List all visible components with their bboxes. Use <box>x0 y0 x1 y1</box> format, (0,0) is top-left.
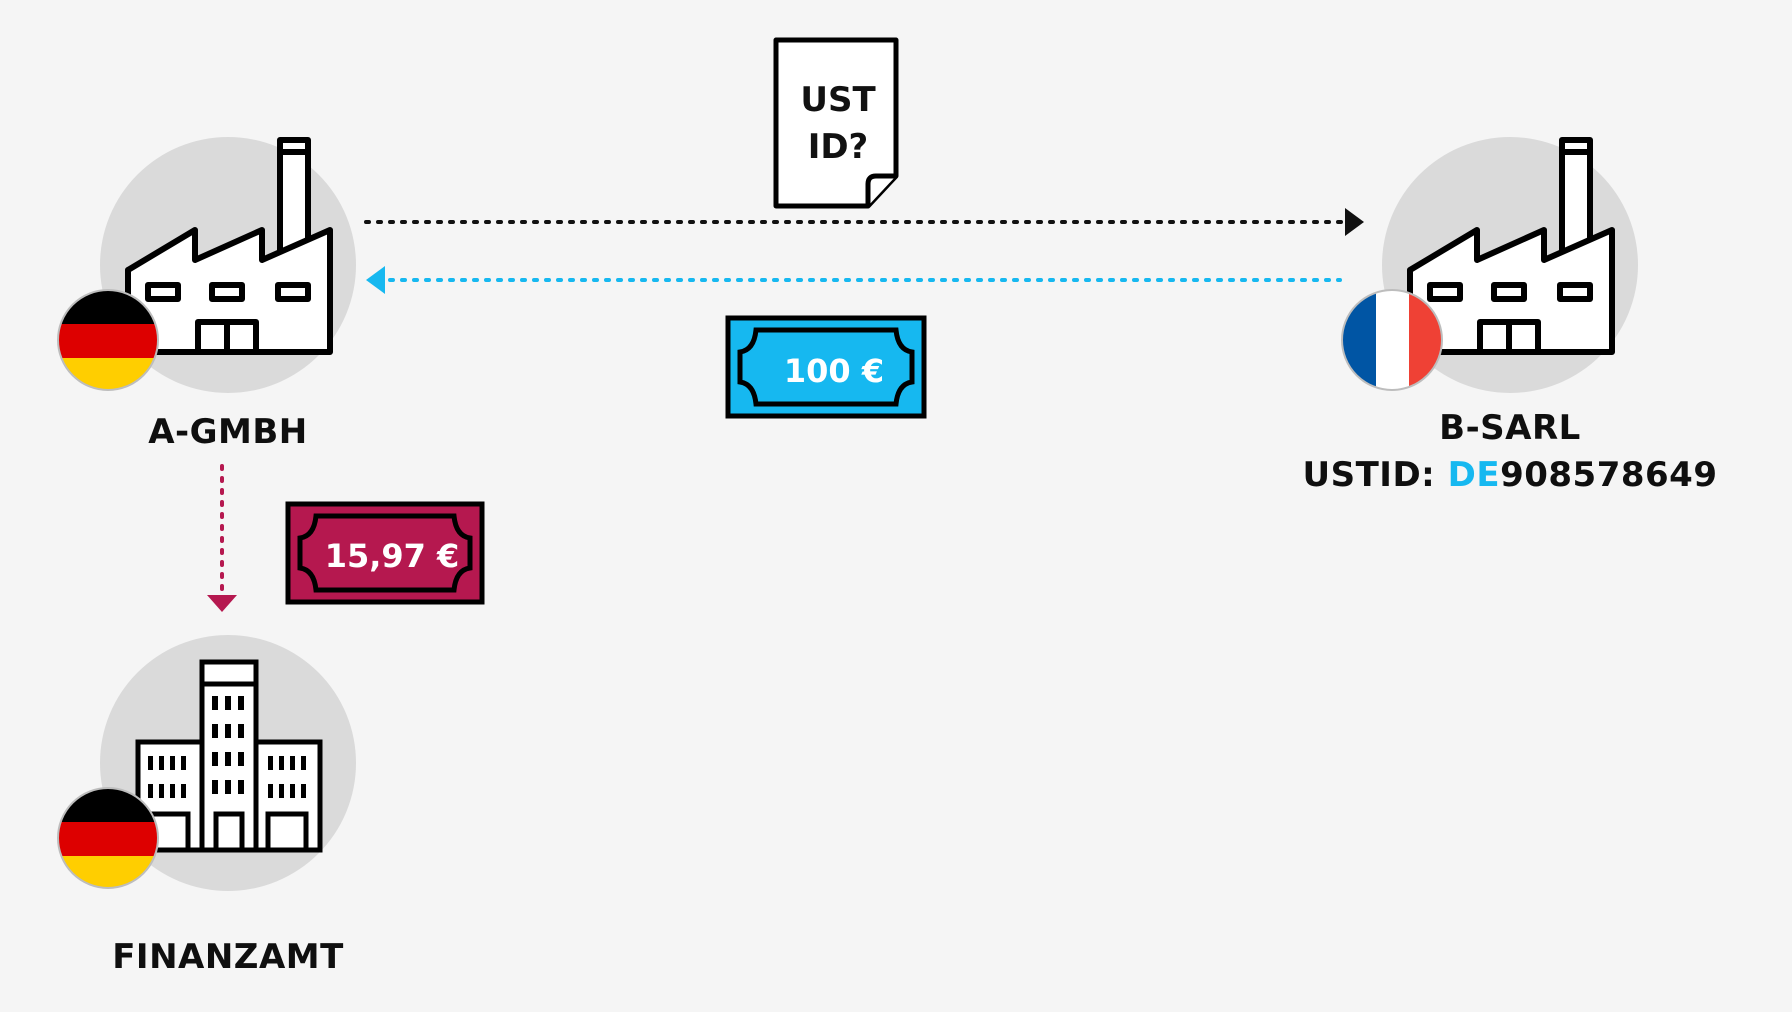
document-text-line1: UST <box>800 80 876 120</box>
germany-flag-icon <box>57 787 159 889</box>
document-text-line2: ID? <box>808 127 869 167</box>
vat-country-code: DE <box>1447 455 1501 495</box>
main-payment-amount: 100 € <box>784 352 884 390</box>
main-payment-banknote: 100 € <box>725 315 927 419</box>
finanzamt-node <box>57 635 356 891</box>
ust-id-document: UST ID? <box>773 37 899 209</box>
factory-icon <box>125 137 333 355</box>
france-flag-icon <box>1341 289 1443 391</box>
finanzamt-label: FINANZAMT <box>112 937 344 977</box>
vat-number: 908578649 <box>1500 455 1718 495</box>
b-sarl-vat-id: USTID: DE908578649 <box>1280 455 1740 495</box>
request-arrow <box>364 208 1364 236</box>
factory-icon <box>1407 137 1615 355</box>
vat-prefix: USTID: <box>1302 455 1448 495</box>
germany-flag-icon <box>57 289 159 391</box>
b-sarl-label: B-SARL <box>1439 408 1581 448</box>
tax-payment-banknote: 15,97 € <box>285 501 485 605</box>
a-gmbh-label: A-GMBH <box>148 412 308 452</box>
a-gmbh-node <box>57 137 356 393</box>
b-sarl-node <box>1341 137 1638 393</box>
tax-payment-amount: 15,97 € <box>325 537 460 575</box>
payment-arrow <box>366 266 1342 294</box>
tax-arrow <box>207 464 237 612</box>
